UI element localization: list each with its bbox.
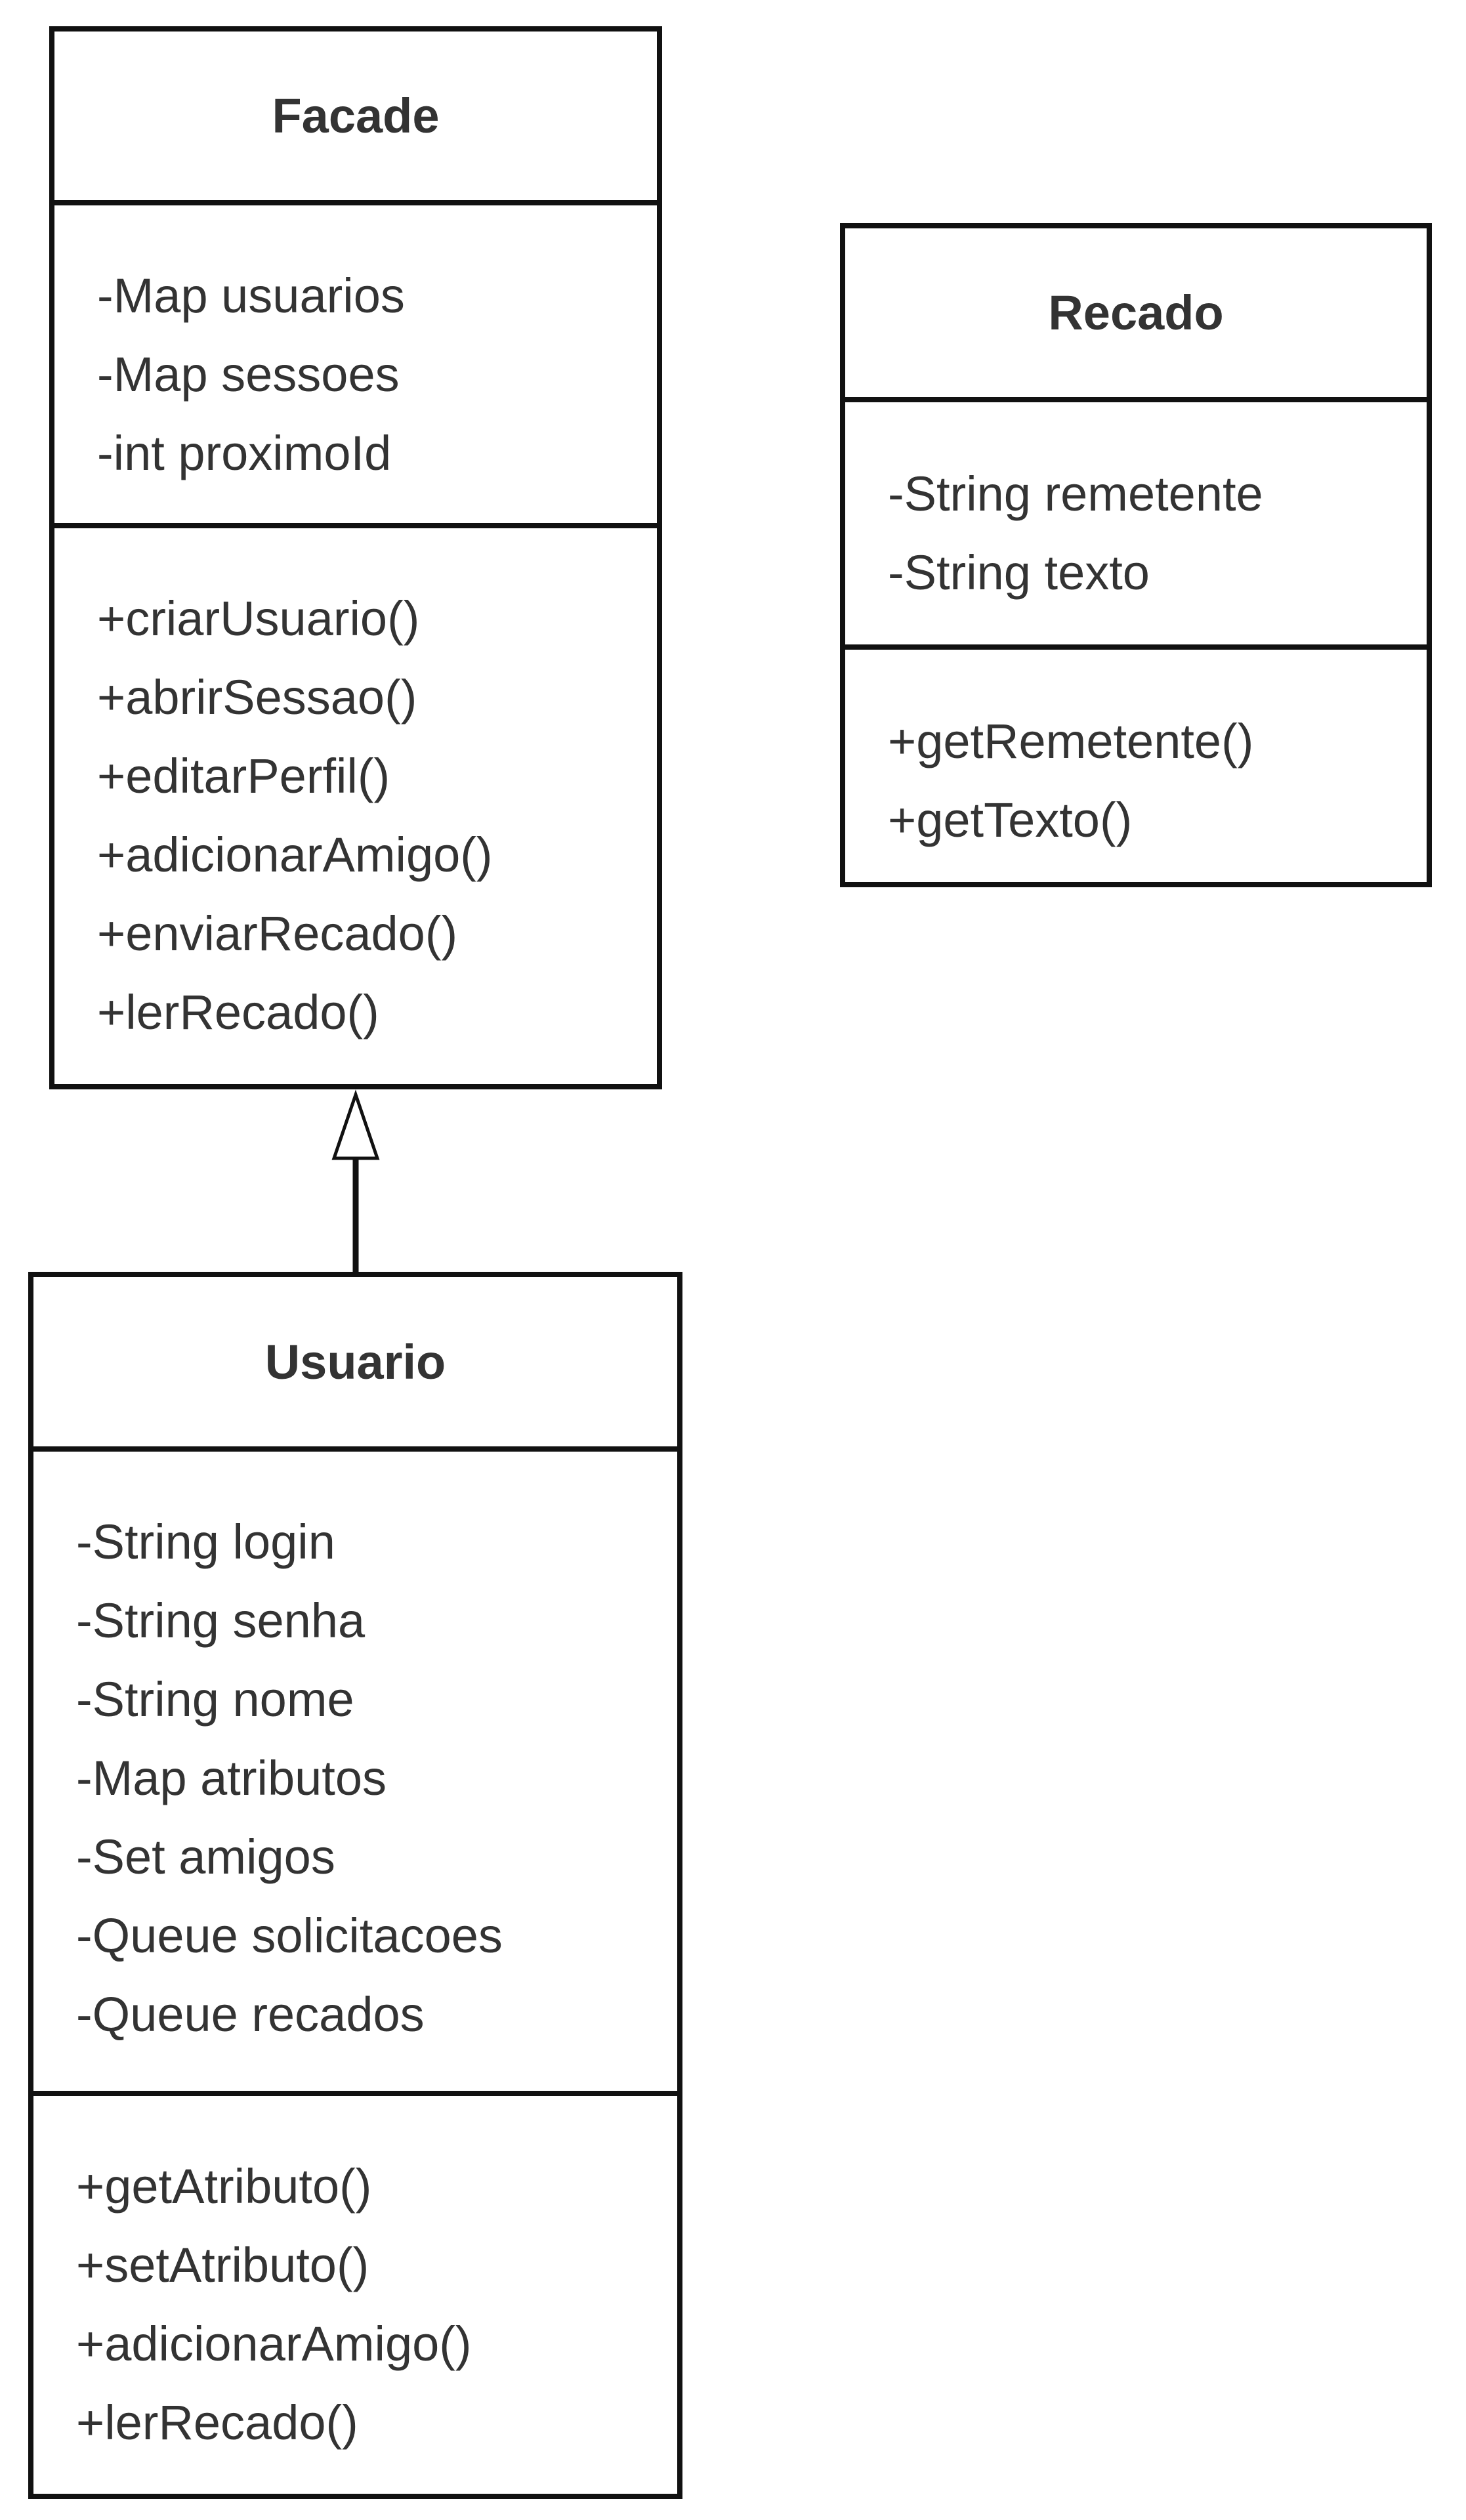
generalization-arrowhead <box>331 1089 380 1160</box>
operation: +criarUsuario() <box>97 591 420 646</box>
operation: +getTexto() <box>888 793 1133 847</box>
operations-compartment: +criarUsuario() +abrirSessao() +editarPe… <box>54 523 657 1052</box>
attribute: -Map usuarios <box>97 268 405 323</box>
attributes-compartment: -Map usuarios -Map sessoes -int proximoI… <box>54 200 657 523</box>
attribute: -Queue recados <box>76 1987 425 2042</box>
attribute: -String nome <box>76 1672 354 1727</box>
operations-compartment: +getAtributo() +setAtributo() +adicionar… <box>33 2091 677 2462</box>
class-facade[interactable]: Facade -Map usuarios -Map sessoes -int p… <box>49 26 662 1089</box>
attributes-compartment: -String login -String senha -String nome… <box>33 1446 677 2091</box>
class-name: Recado <box>1048 285 1224 340</box>
attribute: -String texto <box>888 545 1150 600</box>
attribute: -Set amigos <box>76 1830 335 1884</box>
operation: +abrirSessao() <box>97 670 417 724</box>
class-recado[interactable]: Recado -String remetente -String texto +… <box>840 223 1432 887</box>
operation: +editarPerfil() <box>97 749 390 803</box>
operation: +lerRecado() <box>97 985 379 1040</box>
operation: +setAtributo() <box>76 2238 369 2292</box>
class-name: Facade <box>272 89 440 143</box>
operation: +adicionarAmigo() <box>76 2317 472 2371</box>
attribute: -String remetente <box>888 467 1263 521</box>
class-usuario[interactable]: Usuario -String login -String senha -Str… <box>28 1272 682 2499</box>
operation: +adicionarAmigo() <box>97 828 493 882</box>
attribute: -Queue solicitacoes <box>76 1908 503 1963</box>
operation: +lerRecado() <box>76 2395 358 2450</box>
attributes-compartment: -String remetente -String texto <box>845 397 1427 644</box>
attribute: -Map atributos <box>76 1751 387 1805</box>
operations-compartment: +getRemetente() +getTexto() <box>845 644 1427 860</box>
class-name: Usuario <box>264 1334 446 1389</box>
operation: +getAtributo() <box>76 2159 372 2214</box>
attribute: -String senha <box>76 1593 366 1648</box>
operation: +enviarRecado() <box>97 906 458 961</box>
attribute: -Map sessoes <box>97 347 400 402</box>
operation: +getRemetente() <box>888 714 1254 768</box>
attribute: -int proximoId <box>97 426 392 480</box>
attribute: -String login <box>76 1515 335 1569</box>
